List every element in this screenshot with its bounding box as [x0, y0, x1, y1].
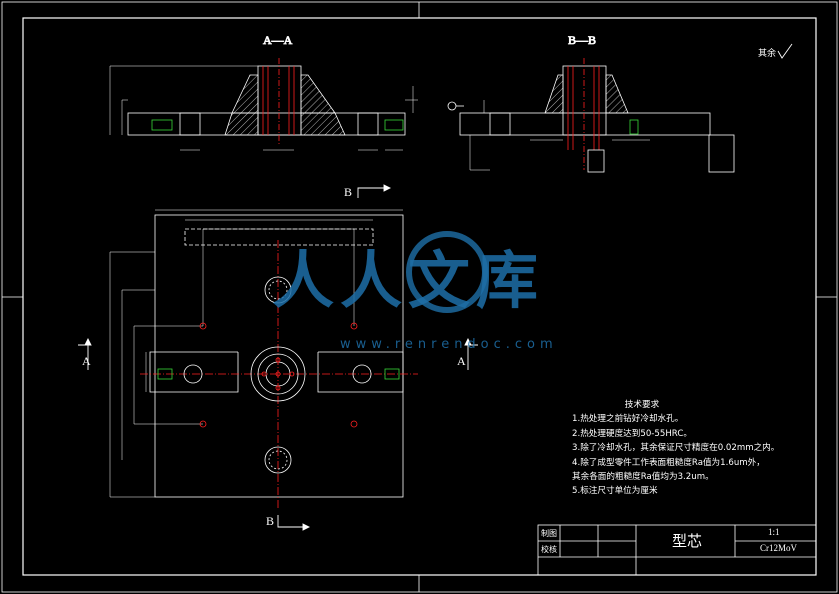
title-block: [537, 524, 817, 576]
tech-note-item: 其余各面的粗糙度Ra值均为3.2um。: [572, 472, 714, 483]
watermark-url: www.renrendoc.com: [340, 337, 558, 352]
watermark-logo-ring: [406, 231, 488, 313]
section-bb-view: B—B: [447, 33, 735, 173]
title-checked-label: 校核: [541, 545, 557, 554]
section-aa-view: A—A: [109, 33, 418, 151]
section-arrow-b-top: B: [344, 185, 352, 199]
surface-finish-symbol: 其余: [758, 43, 793, 59]
title-drawn-label: 制图: [541, 529, 557, 538]
watermark-text: 人人文库: [272, 244, 544, 317]
tech-note-item: 3.除了冷却水孔，其余保证尺寸精度在0.02mm之内。: [572, 443, 780, 454]
tech-note-item: 1.热处理之前钻好冷却水孔。: [572, 414, 684, 425]
section-aa-label: A—A: [263, 33, 293, 47]
section-bb-label: B—B: [568, 33, 596, 47]
tech-notes-heading: 技术要求: [624, 400, 660, 410]
section-arrows: [78, 184, 478, 531]
watermark: 人人文库 www.renrendoc.com: [272, 231, 558, 352]
plan-view: [109, 209, 418, 510]
section-arrow-a-left: A: [82, 354, 91, 368]
section-arrow-a-right: A: [457, 354, 466, 368]
technical-requirements: 技术要求 1.热处理之前钻好冷却水孔。 2.热处理硬度达到50-55HRC。 3…: [572, 398, 822, 499]
surface-finish-label: 其余: [758, 47, 776, 59]
title-material: Cr12MoV: [760, 543, 798, 553]
tech-note-item: 2.热处理硬度达到50-55HRC。: [572, 428, 692, 439]
tech-note-item: 4.除了成型零件工作表面粗糙度Ra值为1.6um外，: [572, 457, 765, 468]
title-part-name: 型芯: [672, 532, 703, 550]
section-arrow-b-bottom: B: [266, 514, 274, 528]
title-scale: 1:1: [768, 527, 780, 537]
tech-note-item: 5.标注尺寸单位为厘米: [572, 486, 658, 497]
